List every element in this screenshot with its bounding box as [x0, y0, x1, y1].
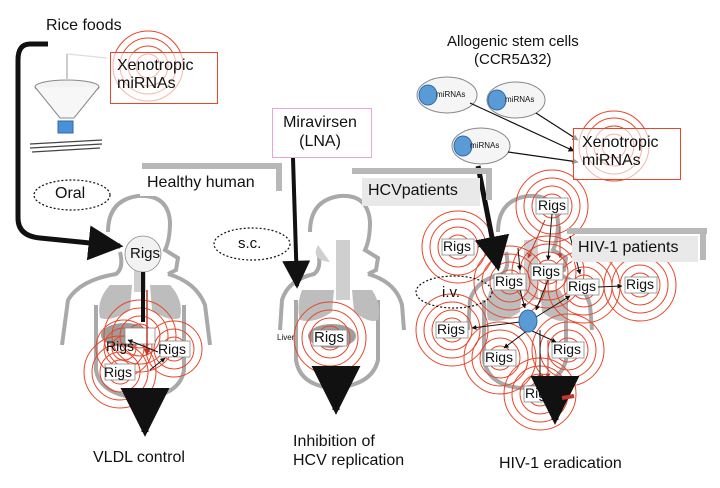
- rigs-label: Rigs: [532, 263, 561, 279]
- rigs-label: Rigs: [626, 276, 655, 292]
- rigs-network-red-arrows: [527, 219, 563, 379]
- hiv-patients-label: HIV-1 patients: [578, 239, 679, 256]
- rice-grains-icon: [29, 139, 103, 153]
- xenotropic-mirnas-right-label: Xenotropic miRNAs: [582, 134, 659, 169]
- stem-cell-infusion-arrow: [474, 165, 510, 272]
- hiv-header-bg: [572, 236, 698, 262]
- sc-oval: [213, 227, 291, 261]
- xenotropic-mirnas-left-box: [110, 52, 218, 104]
- allogenic-label: Allogenic stem cells: [447, 33, 579, 50]
- rigs-label: Rigs: [158, 341, 187, 357]
- stem-cell-1: [416, 76, 478, 114]
- liver-label: Liver: [277, 333, 295, 342]
- rigs-label: Rigs: [553, 341, 582, 357]
- stem-cell-1-label: miRNAs: [436, 90, 466, 99]
- rigs-label: Rigs: [485, 349, 514, 365]
- miravirsen-label: Miravirsen (LNA): [283, 114, 357, 150]
- hcv-header-shade-side: [486, 168, 492, 200]
- funnel-icon: [34, 53, 108, 134]
- stem-cell-3: [451, 127, 511, 165]
- stem-cell-2: [486, 81, 546, 119]
- sc-label: s.c.: [238, 235, 262, 252]
- cell2-to-xeno-arrow: [535, 112, 579, 141]
- rice-foods-label: Rice foods: [46, 17, 122, 34]
- healthy-header-bg: [140, 170, 274, 196]
- rigs-label: Rigs: [568, 278, 597, 294]
- iv-label: i.v.: [442, 284, 461, 301]
- rigs-label: Rigs: [495, 273, 524, 289]
- iv-oval: [415, 275, 493, 309]
- eradication-output-red: [561, 394, 575, 400]
- cell3-to-xeno-arrow: [507, 151, 579, 165]
- ccr5-label: (CCR5Δ32): [474, 51, 552, 68]
- rigs-label: Rigs: [106, 338, 135, 354]
- rigs-label: Rigs: [130, 245, 161, 262]
- xenotropic-mirnas-right-box: [573, 128, 681, 180]
- healthy-header-shade: [142, 163, 282, 169]
- oral-route-arrow: [15, 41, 124, 261]
- inhibition-hcv-label: Inhibition of HCV replication: [293, 433, 405, 469]
- cell1-to-xeno-arrow: [469, 102, 575, 152]
- hcv-header-shade: [352, 168, 492, 174]
- rigs-label: Rigs: [538, 197, 567, 213]
- hcv-header-bg: [362, 178, 480, 206]
- rigs-label: Rigs: [104, 364, 133, 380]
- stem-cell-2-label: miRNAs: [505, 95, 535, 104]
- oral-label: Oral: [55, 185, 86, 202]
- liver-crosslink-1: [149, 357, 166, 371]
- miravirsen-box: [272, 108, 372, 158]
- xenotropic-mirnas-left-label: Xenotropic miRNAs: [117, 57, 194, 92]
- hiv-header-shade: [567, 228, 707, 234]
- liver-crosslink-2: [127, 339, 159, 353]
- rigs-label: Rigs: [525, 385, 554, 401]
- healthy-header-shade-side: [276, 163, 282, 191]
- stem-cell-3-label: miRNAs: [470, 141, 500, 150]
- rigs-label: Rigs: [314, 329, 345, 346]
- oral-oval: [33, 179, 111, 211]
- rigs-label: Rigs: [443, 238, 472, 254]
- hcv-patient-body: [278, 193, 406, 391]
- hiv-eradication-label: HIV-1 eradication: [499, 455, 622, 472]
- hiv-header-shade-side: [700, 228, 706, 260]
- vldl-control-label: VLDL control: [93, 449, 185, 466]
- miravirsen-arrow: [282, 157, 311, 289]
- rigs-network-arrows: [471, 213, 623, 381]
- rigs-label: Rigs: [437, 321, 466, 337]
- central-stem-cell: [518, 309, 538, 333]
- hcv-patients-label: HCVpatients: [368, 182, 458, 199]
- hcv-patient-organs: [298, 240, 380, 321]
- healthy-human-organs: [99, 258, 181, 319]
- healthy-human-label: Healthy human: [147, 174, 255, 191]
